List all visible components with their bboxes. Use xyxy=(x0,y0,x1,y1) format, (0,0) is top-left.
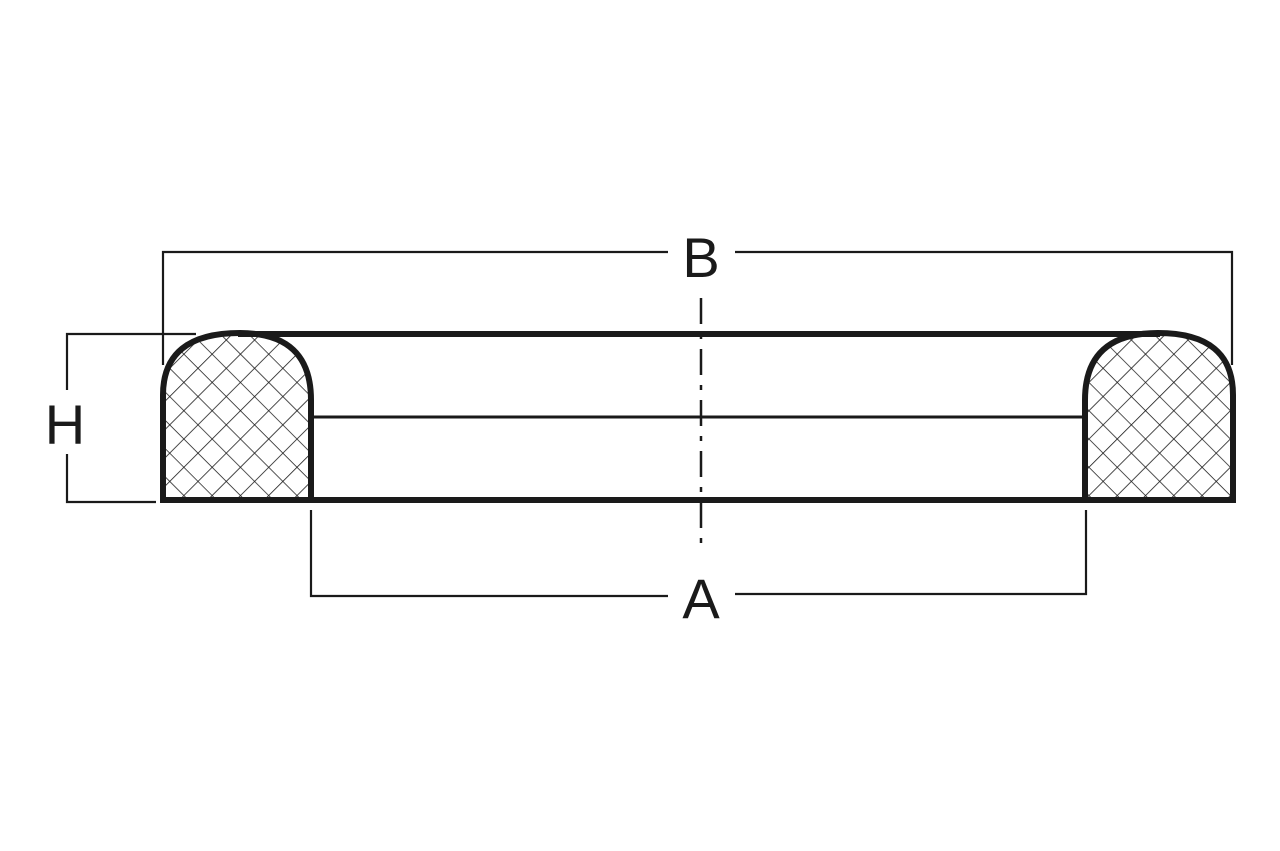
dimension-b: B xyxy=(161,226,1234,365)
dimension-a: A xyxy=(309,510,1088,630)
dimension-h-label: H xyxy=(45,393,85,456)
dimension-a-label: A xyxy=(682,567,720,630)
right-section-profile xyxy=(1082,330,1236,503)
left-section-profile xyxy=(160,330,314,503)
gasket-body-lines xyxy=(160,331,1236,503)
dimension-h: H xyxy=(45,332,196,504)
dimension-b-label: B xyxy=(682,226,719,289)
